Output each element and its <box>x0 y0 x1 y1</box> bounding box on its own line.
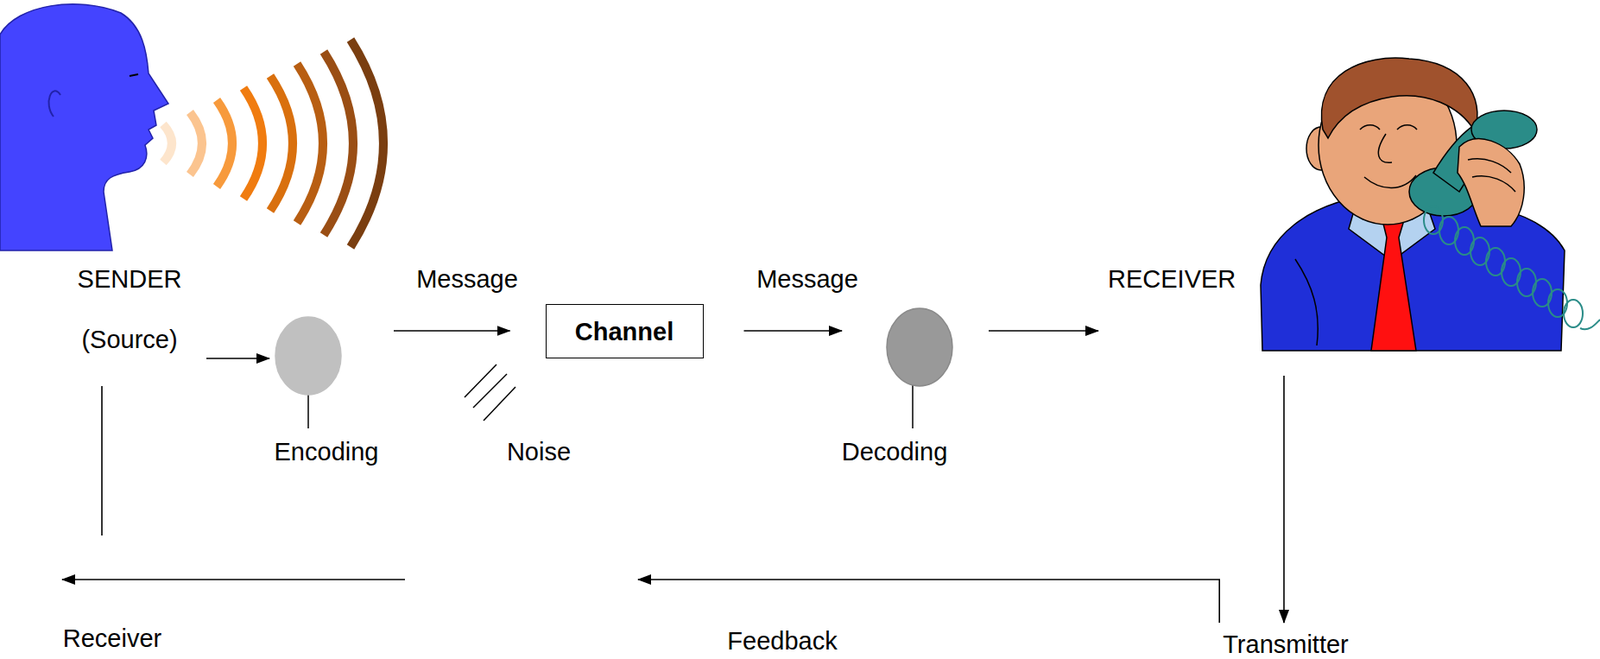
suit <box>1260 196 1565 351</box>
connector-line <box>393 329 511 332</box>
hatch-line <box>464 364 497 398</box>
cord-tail <box>1580 319 1600 329</box>
sound-wave <box>323 51 354 235</box>
step-label: Decoding <box>841 436 949 467</box>
hatch-line <box>473 373 507 408</box>
sound-wave <box>270 75 293 211</box>
channel-box: Channel <box>545 303 704 359</box>
edge-label: Feedback <box>727 626 837 656</box>
tie <box>1371 220 1417 351</box>
hair <box>1321 57 1477 139</box>
ellipse-shape <box>274 316 342 396</box>
cord-coil <box>1563 299 1583 328</box>
sound-wave <box>243 88 263 199</box>
connector-line <box>744 329 843 332</box>
nose <box>1378 133 1392 163</box>
ellipse-outline <box>886 308 953 386</box>
smile <box>1364 175 1417 189</box>
connector <box>62 579 1220 623</box>
ellipse-node: Encoding <box>274 316 342 396</box>
ellipse-node: Decoding <box>885 307 954 387</box>
sound-waves <box>163 39 384 247</box>
note-label: Noise <box>506 436 571 467</box>
sender-ear <box>49 90 61 117</box>
connector-line <box>62 578 405 581</box>
node-text: Channel <box>575 316 674 347</box>
edge-label: Message <box>756 264 859 294</box>
sound-wave <box>216 100 233 187</box>
ellipse-shape <box>885 307 954 387</box>
sound-wave <box>297 63 323 223</box>
sender-eye <box>129 74 139 76</box>
noise-hatch <box>464 364 516 421</box>
sender-head <box>0 4 169 251</box>
connector <box>744 330 843 332</box>
eye <box>1397 125 1417 130</box>
receiver-figure <box>1260 57 1600 351</box>
eye <box>1359 125 1380 130</box>
step-label: Encoding <box>274 436 380 467</box>
node-text: Receiver <box>63 623 162 653</box>
connector <box>1283 375 1285 623</box>
sound-wave <box>189 112 203 175</box>
node-text: (Source) <box>81 324 178 355</box>
connector <box>101 385 103 536</box>
connector-line <box>101 385 103 536</box>
node-text: SENDER <box>77 264 183 294</box>
hand <box>1457 139 1525 227</box>
sound-wave <box>163 124 172 163</box>
sound-wave <box>350 39 384 247</box>
connector-line <box>206 357 270 360</box>
text-node: Receiver <box>51 583 173 657</box>
text-node: RECEIVER <box>1100 259 1468 367</box>
connector <box>206 358 270 360</box>
suit-fold <box>1295 259 1318 346</box>
node-text: RECEIVER <box>1107 264 1236 294</box>
hatch-line <box>483 386 516 421</box>
connector <box>988 330 1099 332</box>
connector-line <box>988 329 1099 332</box>
finger <box>1467 158 1516 192</box>
text-node: SENDER (Source) <box>56 259 203 372</box>
connector <box>393 330 511 332</box>
connector-line <box>638 579 1220 623</box>
connector-line <box>1283 375 1285 623</box>
phone-cord <box>1423 206 1600 329</box>
ellipse-outline <box>275 316 342 395</box>
text-node: Transmitter <box>1212 626 1360 659</box>
node-text: Transmitter <box>1222 629 1349 659</box>
edge-label: Message <box>416 264 519 294</box>
